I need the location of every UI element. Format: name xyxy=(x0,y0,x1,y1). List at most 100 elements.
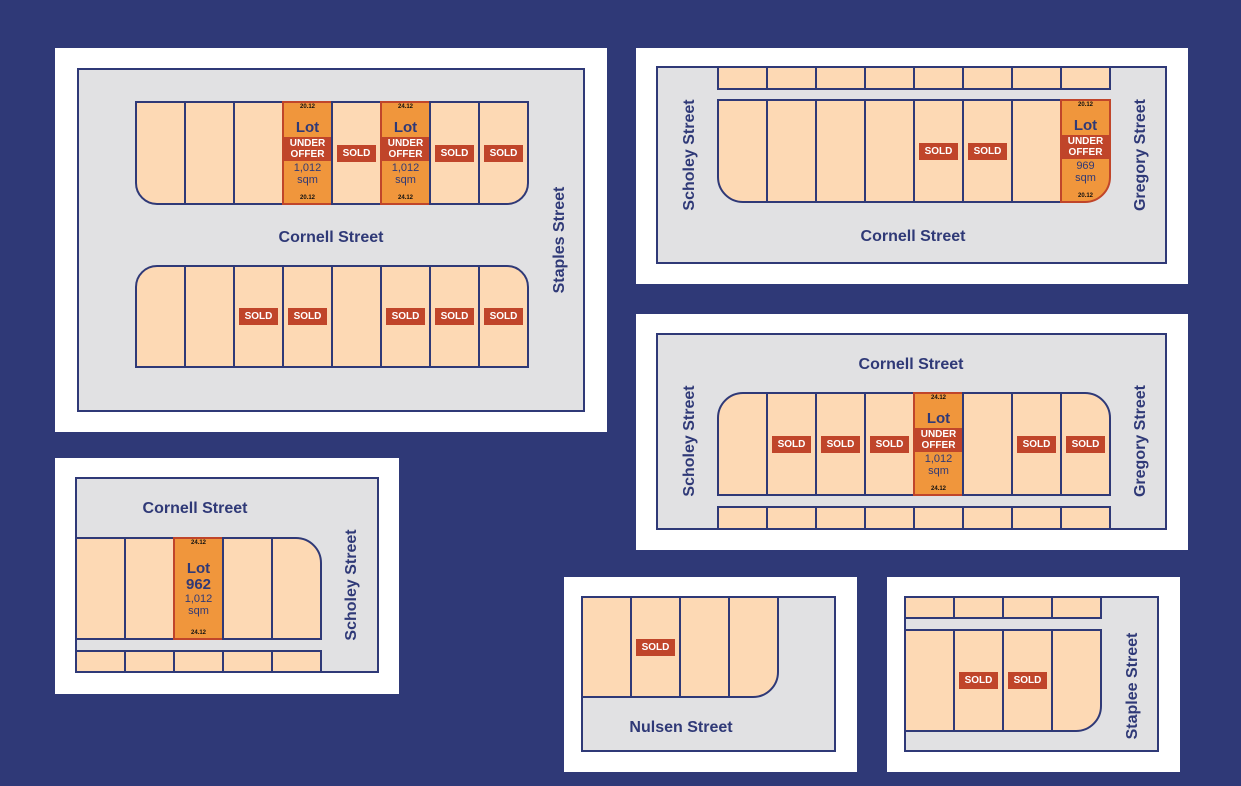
lot-parcel[interactable]: SOLD xyxy=(1011,392,1062,496)
lot-parcel[interactable] xyxy=(1011,66,1062,90)
sold-badge: SOLD xyxy=(771,435,812,453)
lot-parcel[interactable] xyxy=(1011,99,1062,203)
lot-parcel[interactable]: SOLD xyxy=(380,265,431,368)
lot-parcel[interactable]: SOLD xyxy=(478,265,529,368)
sold-badge: SOLD xyxy=(918,142,959,160)
lot-parcel[interactable] xyxy=(962,506,1013,530)
lot-area: 1,012 xyxy=(184,592,213,605)
lot-parcel[interactable]: SOLD xyxy=(429,265,480,368)
street-label: Gregory Street xyxy=(1132,98,1149,212)
street-label: Staples Street xyxy=(551,186,568,294)
lot-parcel[interactable]: SOLD xyxy=(478,101,529,205)
lot-parcel[interactable] xyxy=(222,537,273,640)
lot-parcel[interactable] xyxy=(815,99,866,203)
lot-parcel[interactable]: SOLD xyxy=(953,629,1004,732)
lot-parcel[interactable]: SOLD xyxy=(331,101,382,205)
lot-parcel[interactable] xyxy=(717,506,768,530)
street-label: Cornell Street xyxy=(278,229,384,246)
lot-parcel[interactable] xyxy=(173,650,224,673)
lot-dimension: 20.12 xyxy=(1077,193,1093,199)
lot-parcel[interactable] xyxy=(913,66,964,90)
lot-parcel[interactable] xyxy=(766,506,817,530)
sold-badge: SOLD xyxy=(820,435,861,453)
sold-badge: SOLD xyxy=(1007,672,1048,689)
lot-parcel[interactable]: SOLD xyxy=(630,596,681,698)
lot-parcel[interactable]: SOLD xyxy=(962,99,1013,203)
lot-parcel[interactable] xyxy=(962,66,1013,90)
under-offer-badge: UNDER OFFER xyxy=(284,137,331,161)
lot-area: 1,012 xyxy=(293,162,322,174)
lot-parcel[interactable] xyxy=(124,537,175,640)
lot-parcel[interactable]: SOLD xyxy=(864,392,915,496)
sold-badge: SOLD xyxy=(869,435,910,453)
lot-parcel[interactable]: SOLD xyxy=(815,392,866,496)
lot-dimension: 24.12 xyxy=(190,630,206,636)
lot-parcel[interactable]: SOLD xyxy=(766,392,817,496)
lot-parcel[interactable] xyxy=(581,596,632,698)
lot-parcel[interactable] xyxy=(815,506,866,530)
lot-parcel[interactable] xyxy=(124,650,175,673)
sold-badge: SOLD xyxy=(1016,435,1057,453)
lot-parcel[interactable] xyxy=(913,506,964,530)
lot-parcel[interactable]: SOLD xyxy=(913,99,964,203)
lot-parcel[interactable] xyxy=(271,650,322,673)
lot-parcel[interactable] xyxy=(864,66,915,90)
lot-parcel[interactable] xyxy=(1051,596,1102,619)
lot-parcel[interactable] xyxy=(717,99,768,203)
lot-label: Lot xyxy=(1073,117,1098,134)
lot-parcel[interactable] xyxy=(717,66,768,90)
lot-parcel[interactable] xyxy=(962,392,1013,496)
lot-parcel[interactable] xyxy=(679,596,730,698)
lot-parcel[interactable] xyxy=(953,596,1004,619)
sold-badge: SOLD xyxy=(434,308,475,325)
lot-dimension: 24.12 xyxy=(397,104,413,110)
lot-parcel[interactable] xyxy=(75,650,126,673)
lot-parcel[interactable] xyxy=(815,66,866,90)
street-label: Scholey Street xyxy=(681,99,698,211)
lot-parcel[interactable] xyxy=(135,265,186,368)
lot-parcel[interactable] xyxy=(184,265,235,368)
lot-parcel[interactable]: SOLD xyxy=(233,265,284,368)
lot-parcel[interactable]: SOLD xyxy=(282,265,333,368)
lot-parcel[interactable] xyxy=(904,629,955,732)
lot-parcel[interactable] xyxy=(75,537,126,640)
sold-badge: SOLD xyxy=(1065,435,1106,453)
lot-parcel[interactable] xyxy=(271,537,322,640)
lot-parcel[interactable] xyxy=(1060,66,1111,90)
lot-parcel[interactable] xyxy=(184,101,235,205)
sold-badge: SOLD xyxy=(336,144,377,162)
lot-area: 1,012 xyxy=(391,162,420,174)
lot-parcel[interactable]: SOLD xyxy=(429,101,480,205)
lot-parcel[interactable] xyxy=(1011,506,1062,530)
lot-parcel[interactable] xyxy=(1002,596,1053,619)
street-label: Scholey Street xyxy=(343,529,360,641)
lot-parcel[interactable] xyxy=(135,101,186,205)
lot-parcel[interactable] xyxy=(233,101,284,205)
lot-parcel[interactable] xyxy=(904,596,955,619)
street-label: Cornell Street xyxy=(858,356,964,373)
lot-label: Lot xyxy=(295,119,320,136)
lot-parcel[interactable] xyxy=(1060,506,1111,530)
under-offer-badge: UNDER OFFER xyxy=(1062,135,1109,159)
lot-parcel[interactable] xyxy=(864,506,915,530)
lot-number: 962 xyxy=(185,575,212,593)
lot-parcel[interactable] xyxy=(1051,629,1102,732)
lot-parcel[interactable] xyxy=(766,99,817,203)
lot-parcel[interactable]: SOLD xyxy=(1002,629,1053,732)
lot-area: 969 xyxy=(1076,160,1095,172)
sold-badge: SOLD xyxy=(635,638,676,656)
sold-badge: SOLD xyxy=(434,144,475,162)
lot-area-unit: sqm xyxy=(188,604,209,617)
lot-parcel[interactable] xyxy=(728,596,779,698)
lot-parcel[interactable] xyxy=(717,392,768,496)
lot-parcel[interactable] xyxy=(222,650,273,673)
lot-parcel[interactable] xyxy=(766,66,817,90)
lot-parcel[interactable] xyxy=(864,99,915,203)
lot-parcel[interactable] xyxy=(331,265,382,368)
lot-parcel[interactable]: SOLD xyxy=(1060,392,1111,496)
